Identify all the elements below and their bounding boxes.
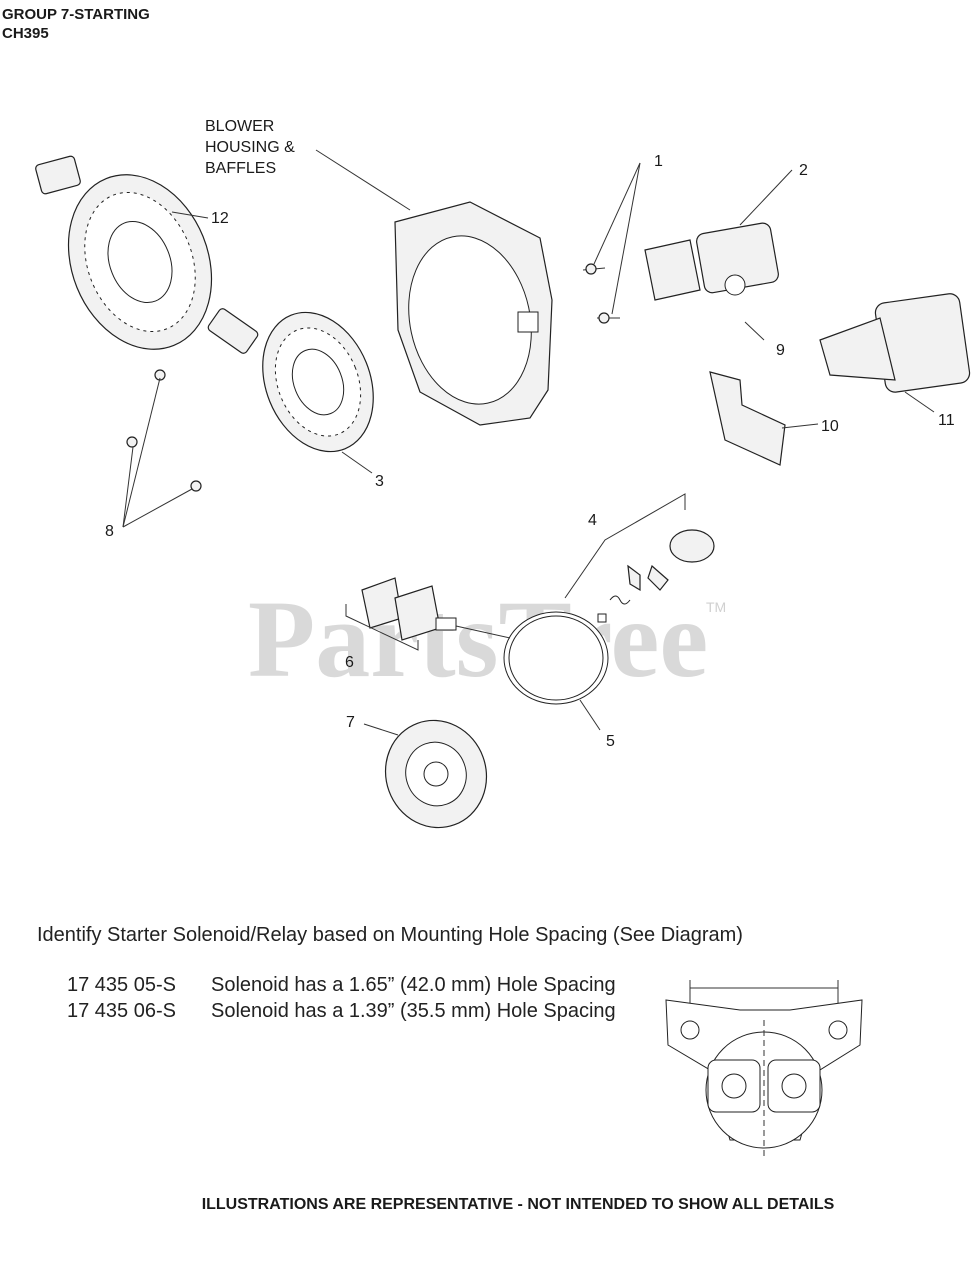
watermark-tm: TM	[706, 599, 726, 615]
diagram-group-title: GROUP 7-STARTING	[2, 6, 150, 23]
callout-10: 10	[821, 418, 839, 435]
leader-lines	[122, 149, 935, 736]
part-3-recoil-starter[interactable]	[207, 296, 393, 468]
engine-model-title: CH395	[2, 25, 49, 42]
part-4-pawl-kit[interactable]	[597, 529, 715, 623]
part-12-recoil-starter[interactable]	[35, 153, 237, 371]
callout-8: 8	[105, 523, 114, 540]
partstree-watermark: PartsTree	[248, 578, 708, 700]
callout-2: 2	[799, 162, 808, 179]
solenoid-part-number: 17 435 06-S	[67, 1000, 176, 1022]
part-6-handle[interactable]	[361, 577, 457, 641]
callout-6: 6	[345, 654, 354, 671]
part-7-pulley[interactable]	[371, 706, 502, 842]
callout-9: 9	[776, 342, 785, 359]
solenoid-part-number: 17 435 05-S	[67, 974, 176, 996]
part-11-starter-motor[interactable]	[819, 292, 971, 393]
solenoid-description: Solenoid has a 1.39” (35.5 mm) Hole Spac…	[211, 1000, 616, 1022]
callout-4: 4	[588, 512, 597, 529]
callout-11: 11	[938, 412, 955, 429]
callout-1: 1	[654, 153, 663, 170]
part-10-bracket[interactable]	[709, 371, 786, 466]
blower-callout-line-3: BAFFLES	[205, 160, 276, 177]
solenoid-hole-spacing-sketch	[665, 980, 863, 1160]
part-2-starter[interactable]	[644, 222, 780, 301]
callout-12: 12	[211, 210, 229, 227]
callout-5: 5	[606, 733, 615, 750]
footer-disclaimer: ILLUSTRATIONS ARE REPRESENTATIVE - NOT I…	[201, 1196, 835, 1213]
blower-callout-line-1: BLOWER	[205, 118, 274, 135]
callout-3: 3	[375, 473, 384, 490]
solenoid-description: Solenoid has a 1.65” (42.0 mm) Hole Spac…	[211, 974, 616, 996]
solenoid-intro: Identify Starter Solenoid/Relay based on…	[37, 924, 743, 946]
callout-7: 7	[346, 714, 355, 731]
part-1-screws[interactable]	[582, 263, 620, 324]
part-8-nuts[interactable]	[126, 369, 202, 492]
blower-housing[interactable]	[394, 201, 553, 426]
blower-callout-line-2: HOUSING &	[205, 139, 295, 156]
part-5-recoil-spring[interactable]	[455, 611, 609, 705]
